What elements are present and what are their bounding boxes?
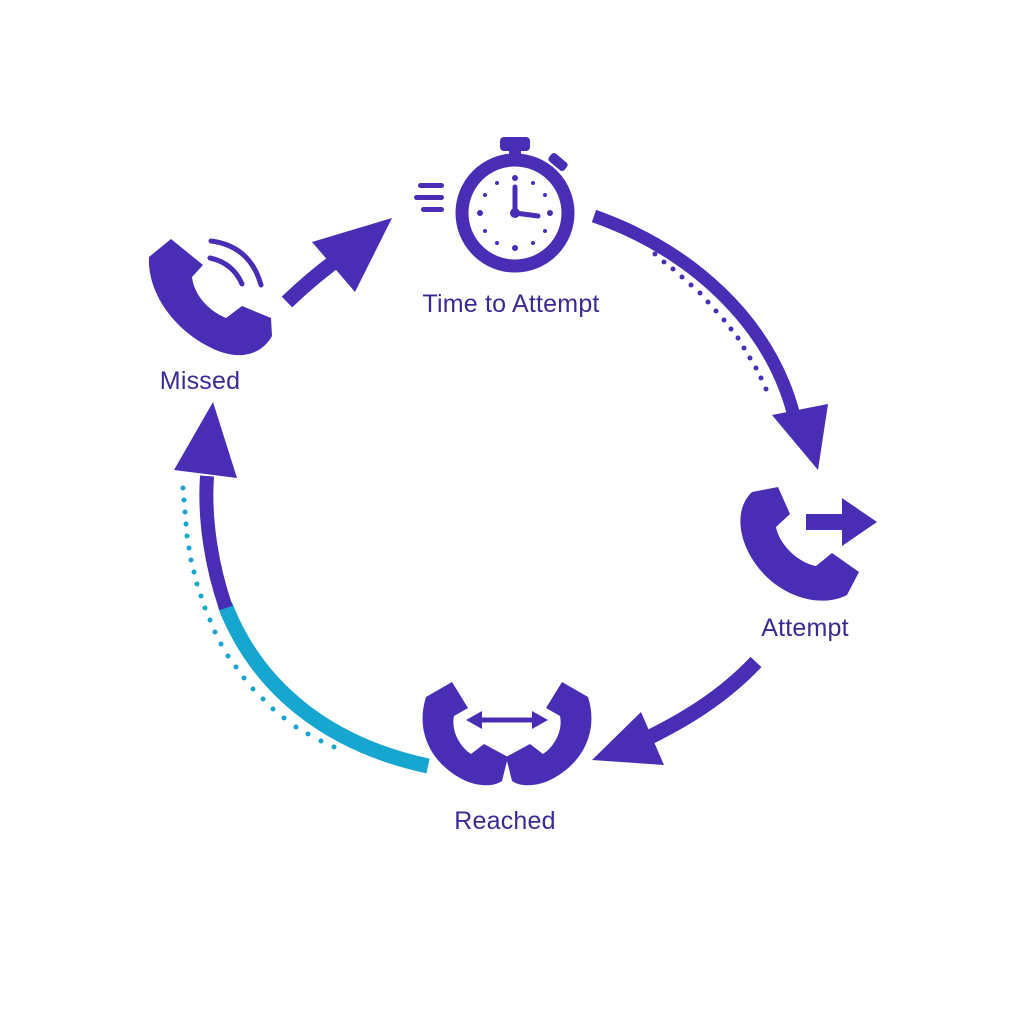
edge-reached-to-missed-dots <box>180 485 337 750</box>
edge-reached-to-missed <box>174 402 430 774</box>
stopwatch-ticks <box>477 175 553 251</box>
node-label-missed: Missed <box>159 367 241 395</box>
stopwatch-icon <box>414 137 575 273</box>
edge-time-to-attempt-line <box>591 209 800 414</box>
ring-wave-inner <box>207 255 245 287</box>
phone-handset-shape <box>148 239 272 356</box>
edge-missed-to-time-arrowhead <box>312 218 392 292</box>
edge-time-to-attempt <box>591 209 828 470</box>
edge-reached-to-missed-segment-accent <box>218 602 430 774</box>
phone-handset-shape <box>740 487 859 601</box>
ring-wave-outer <box>208 238 264 288</box>
left-handset-shape <box>422 682 508 786</box>
edge-attempt-to-reached-arrowhead <box>592 712 664 765</box>
edge-attempt-to-reached <box>592 656 762 765</box>
edge-reached-to-missed-arrowhead <box>174 402 237 478</box>
node-label-reached: Reached <box>454 807 556 835</box>
edge-time-to-attempt-arrowhead <box>772 404 828 470</box>
phones-connected-icon <box>422 682 592 786</box>
phone-outgoing-icon <box>740 487 877 601</box>
speed-lines <box>414 183 444 212</box>
phone-ringing-icon <box>148 238 272 356</box>
edge-time-to-attempt-dots <box>652 251 769 392</box>
right-handset-shape <box>506 682 592 786</box>
edge-attempt-to-reached-line <box>644 656 762 745</box>
edge-reached-to-missed-segment-primary <box>199 475 233 611</box>
node-label-attempt: Attempt <box>761 614 849 642</box>
node-label-time-to-attempt: Time to Attempt <box>422 290 600 318</box>
edge-missed-to-time <box>281 218 392 308</box>
